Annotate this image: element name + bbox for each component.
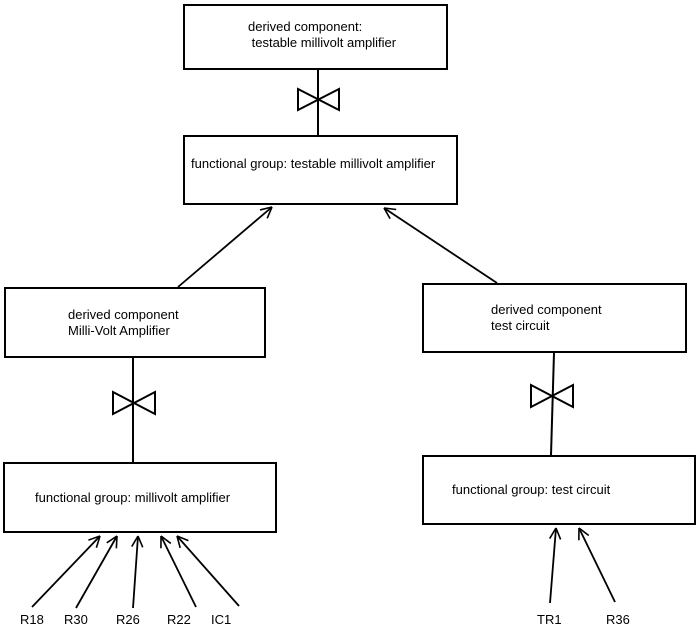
node-derived-testable-millivolt-amplifier: derived component: testable millivolt am… [183,4,448,70]
component-label-ic1: IC1 [211,612,232,627]
arrow-leftderived-to-fgtestable [177,206,273,288]
node-derived-milli-volt-amplifier: derived component Milli-Volt Amplifier [4,287,266,358]
arrow-r26 [131,535,144,609]
component-label-r30: R30 [64,612,88,627]
node-functional-group-testable-millivolt-amplifier: functional group: testable millivolt amp… [183,135,458,205]
node-label-line: functional group: testable millivolt amp… [191,156,436,171]
node-label-line: functional group: test circuit [452,482,611,497]
component-label-r26: R26 [116,612,140,627]
component-label-r36: R36 [606,612,630,627]
node-label-line: derived component [491,302,602,317]
component-label-r22: R22 [167,612,191,627]
node-functional-group-millivolt-amplifier: functional group: millivolt amplifier [3,462,277,533]
bowtie-icon-right [530,383,574,409]
node-label-line: Milli-Volt Amplifier [68,322,170,338]
node-label-line: derived component: [248,19,363,34]
component-label-r18: R18 [20,612,44,627]
bowtie-icon-top [297,87,340,112]
node-label-line: derived component [68,306,179,322]
arrow-r36 [578,527,616,603]
node-label-line: testable millivolt amplifier [248,35,397,50]
bowtie-icon-left [112,390,156,416]
edge-rightderived-fgtest [550,352,555,456]
arrow-ic1 [176,535,240,607]
node-derived-test-circuit: derived component test circuit [422,283,687,353]
node-functional-group-test-circuit: functional group: test circuit [422,455,696,525]
arrow-r30 [75,535,118,609]
arrow-r22 [160,535,197,608]
node-label-line: test circuit [491,318,550,333]
node-label-line: functional group: millivolt amplifier [35,489,231,505]
arrow-tr1 [548,527,562,604]
arrow-r18 [31,535,101,608]
component-label-tr1: TR1 [537,612,562,627]
arrow-rightderived-to-fgtestable [383,207,498,284]
